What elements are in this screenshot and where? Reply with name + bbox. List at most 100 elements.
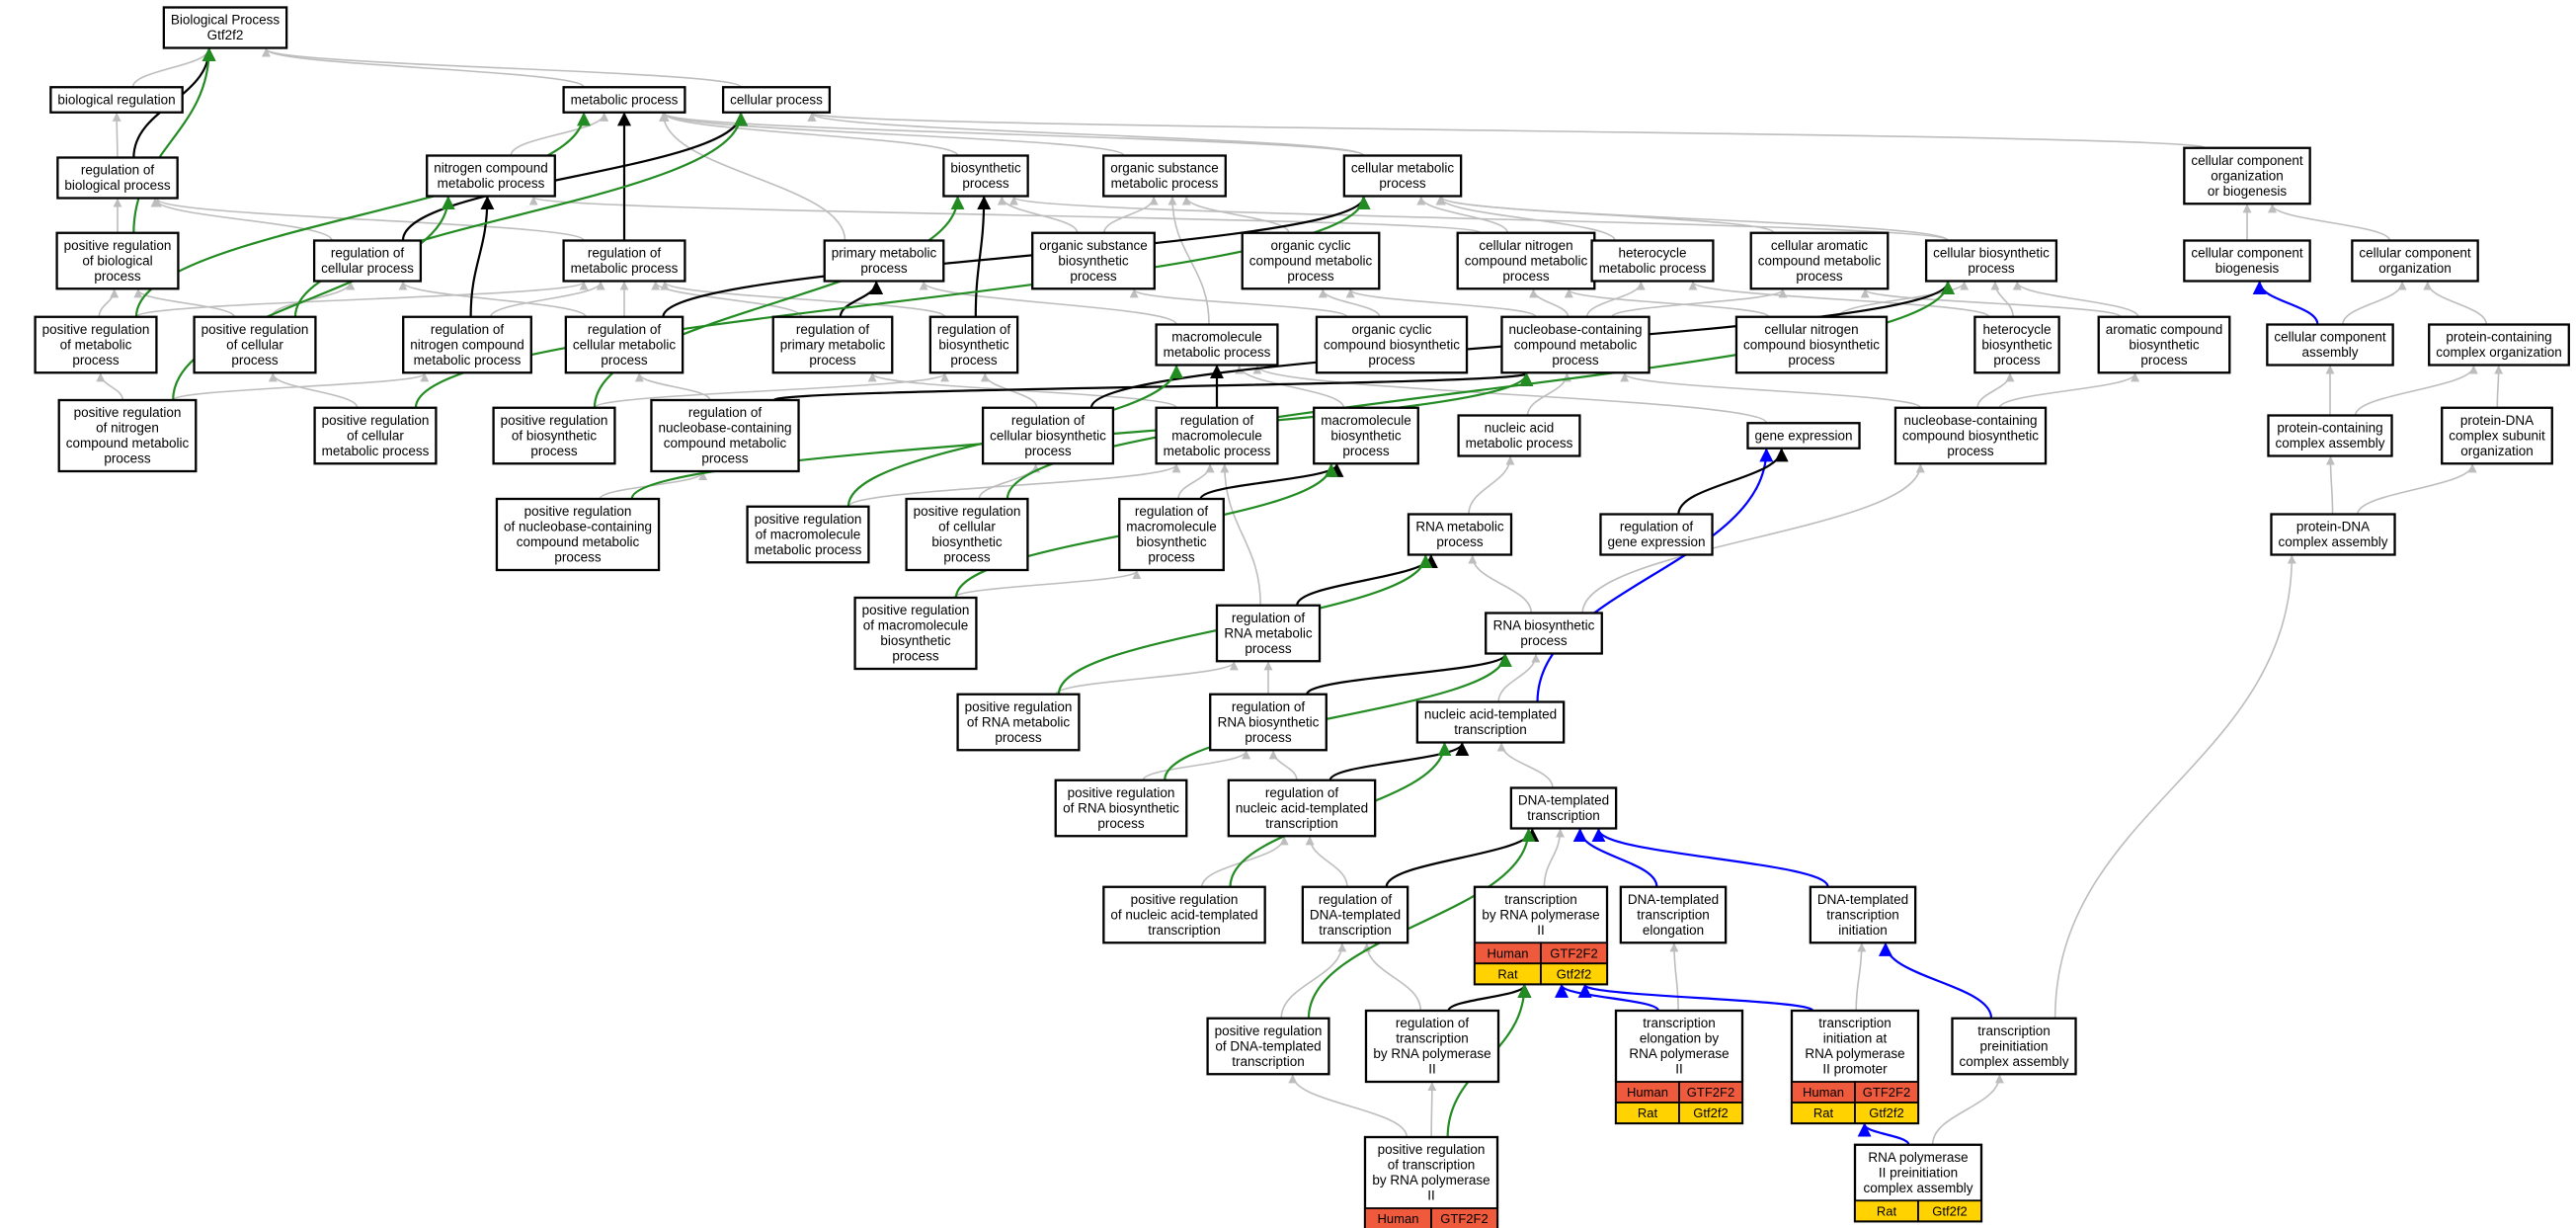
edge-is-a-rnabio-to-rnamet (1468, 554, 1533, 614)
node-label: cellular process (730, 92, 823, 107)
go-term-metab[interactable]: metabolic process (562, 86, 686, 114)
node-label: transcription (1637, 907, 1710, 922)
edge-is-a-arombio-to-cellbiosyn (2012, 281, 2139, 318)
node-label: process (1947, 444, 1994, 458)
edge-part-of-regnuc-to-nucmet (772, 371, 1533, 402)
node-label: nitrogen compound (410, 337, 524, 352)
go-term-bioreg[interactable]: biological regulation (49, 86, 184, 114)
node-label: aromatic compound (2106, 322, 2223, 337)
go-term-cellproc[interactable]: cellular process (721, 86, 832, 114)
edge-is-a-regbio-to-bioreg (112, 112, 121, 158)
node-label: process (1788, 353, 1835, 368)
node-label: metabolic process (571, 92, 679, 107)
edge-is-a-pdnaassem-to-pdnasub (2357, 463, 2477, 515)
node-label: regulation of (1180, 413, 1254, 428)
node-label: biological regulation (57, 92, 175, 107)
edge-is-a-nucacidtx-to-rnabio (1497, 653, 1541, 702)
node-label: compound metabolic (1514, 337, 1638, 352)
node-label: cellular metabolic (573, 337, 677, 352)
go-term-regmacrobio[interactable]: regulation ofmacromoleculebiosyntheticpr… (1118, 497, 1225, 572)
go-term-regnuc[interactable]: regulation ofnucleobase-containingcompou… (650, 398, 800, 473)
species-label: Human (1378, 1211, 1419, 1226)
node-label: of cellular (347, 428, 404, 443)
edge-is-a-nucbio-to-heterobio (1976, 372, 2015, 408)
node-label: protein-DNA (2460, 413, 2534, 428)
node-box (402, 315, 532, 374)
go-term-geneexp[interactable]: gene expression (1746, 422, 1861, 450)
node-label: compound biosynthetic (1902, 428, 2039, 443)
node-label: nucleic acid (1485, 421, 1555, 436)
